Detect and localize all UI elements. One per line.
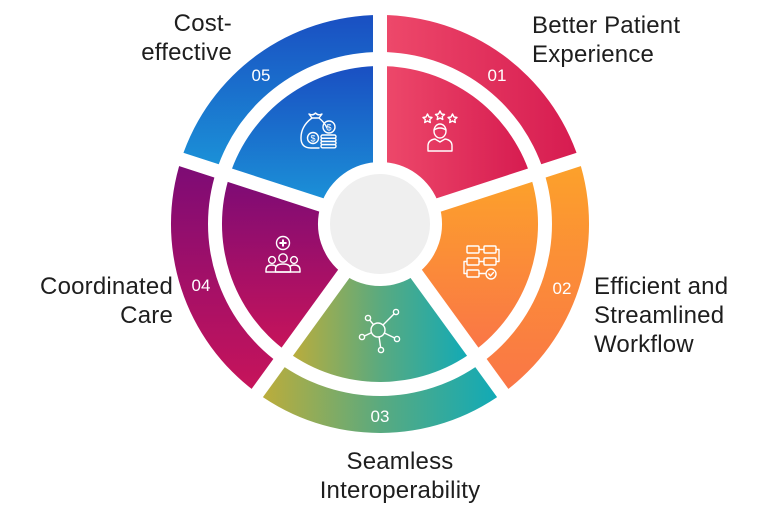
title-line: Care bbox=[120, 302, 173, 329]
title-line: Interoperability bbox=[319, 477, 481, 504]
title-line: Efficient and bbox=[594, 273, 729, 300]
title-line: Workflow bbox=[594, 331, 694, 358]
network-hub-icon bbox=[358, 308, 401, 354]
outer-segment-03 bbox=[257, 363, 503, 433]
segment-numbers: 01 02 03 04 05 bbox=[192, 66, 572, 426]
rated-person-icon bbox=[422, 110, 458, 152]
segment-number-01: 01 bbox=[488, 66, 507, 85]
segment-number-03: 03 bbox=[371, 407, 390, 426]
title-line: Experience bbox=[532, 41, 655, 68]
segment-title-02: Efficient and Streamlined Workflow bbox=[594, 272, 764, 359]
segment-number-02: 02 bbox=[553, 279, 572, 298]
center-circle bbox=[330, 174, 430, 274]
svg-text:$: $ bbox=[326, 123, 331, 133]
outer-segment-01 bbox=[380, 14, 579, 171]
title-line: effective bbox=[141, 39, 232, 66]
title-line: Cost- bbox=[173, 10, 232, 37]
segment-number-04: 04 bbox=[192, 276, 211, 295]
outer-segment-04 bbox=[170, 159, 279, 394]
segment-title-04: Coordinated Care bbox=[10, 272, 173, 330]
segment-title-03: Seamless Interoperability bbox=[300, 447, 500, 505]
money-bag-coins-icon: $ $ bbox=[300, 112, 337, 149]
outer-segment-05 bbox=[181, 15, 380, 171]
title-line: Streamlined bbox=[594, 302, 725, 329]
outer-ring bbox=[170, 14, 590, 433]
title-line: Seamless bbox=[346, 448, 454, 475]
inner-segment-01 bbox=[380, 65, 531, 205]
outer-segment-02 bbox=[481, 159, 590, 394]
segment-title-05: Cost- effective bbox=[120, 9, 232, 67]
inner-segment-05 bbox=[229, 66, 380, 205]
svg-text:$: $ bbox=[310, 134, 315, 144]
workflow-flowchart-icon bbox=[463, 245, 500, 280]
medical-team-icon bbox=[265, 235, 301, 273]
segment-number-05: 05 bbox=[252, 66, 271, 85]
title-line: Better Patient bbox=[532, 12, 681, 39]
segment-title-01: Better Patient Experience bbox=[532, 11, 732, 69]
inner-segment-03 bbox=[287, 274, 473, 382]
title-line: Coordinated bbox=[40, 273, 173, 300]
